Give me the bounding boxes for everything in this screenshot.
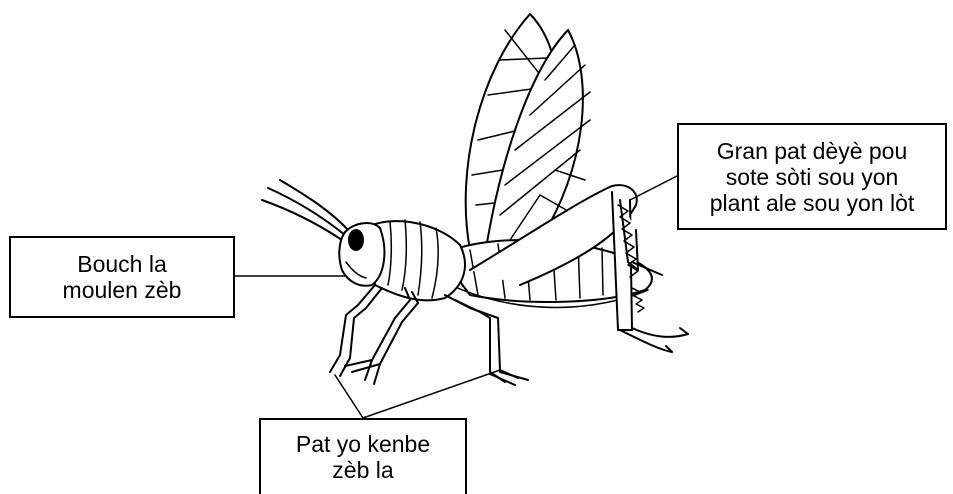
leader-foreleg-2 [363,370,500,418]
antennae [262,180,350,240]
leader-foreleg-1 [335,375,363,418]
label-hind-leg: Gran pat dèyè pou sote sòti sou yon plan… [677,123,947,230]
thorax [372,220,465,300]
label-front-legs: Pat yo kenbe zèb la [259,418,467,494]
label-mouth: Bouch la moulen zèb [9,236,235,318]
head [339,223,384,286]
leader-hindleg [630,176,677,200]
